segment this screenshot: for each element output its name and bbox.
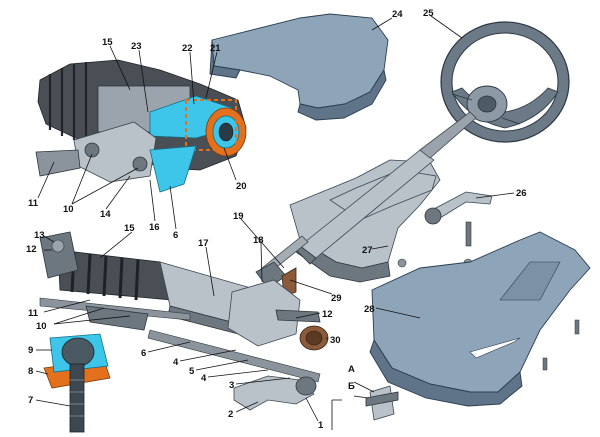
callout-13: 13: [34, 230, 45, 241]
label-b: Б: [348, 381, 355, 392]
callout-10-rack: 10: [36, 321, 47, 332]
callout-22: 22: [182, 43, 193, 54]
callout-20: 20: [236, 181, 247, 192]
callout-10-inset: 10: [63, 204, 74, 215]
callout-11-inset: 11: [28, 198, 39, 209]
callout-9: 9: [28, 345, 33, 356]
callout-7: 7: [28, 395, 33, 406]
upper-column-shroud: [209, 13, 389, 121]
callout-12-right: 12: [322, 309, 333, 320]
callout-24: 24: [392, 9, 403, 20]
callout-6-rack: 6: [141, 348, 146, 359]
rack-end-cutaway-inset: [35, 59, 247, 193]
callout-25: 25: [423, 8, 434, 19]
callout-18: 18: [253, 235, 264, 246]
callout-12-left: 12: [26, 244, 37, 255]
callout-labels: 15 23 22 21 20 11 10 14 16 6 24 25 26 27…: [26, 8, 527, 431]
callout-5: 5: [189, 366, 195, 377]
callout-3: 3: [229, 380, 234, 391]
callout-4-upper: 4: [173, 357, 179, 368]
detail-fastener: [331, 381, 399, 430]
callout-15-top: 15: [102, 37, 113, 48]
ball-joint-inset: [43, 333, 111, 433]
callout-17: 17: [198, 238, 209, 249]
steering-column: [289, 111, 493, 299]
callout-1: 1: [318, 420, 324, 431]
callout-6-inset: 6: [173, 230, 178, 241]
callout-27: 27: [362, 245, 373, 256]
callout-19: 19: [233, 211, 244, 222]
callout-26: 26: [516, 188, 527, 199]
callout-16: 16: [149, 222, 160, 233]
callout-29: 29: [331, 293, 342, 304]
callout-2: 2: [228, 409, 233, 420]
callout-15-rack: 15: [124, 223, 135, 234]
steering-wheel: [440, 21, 570, 143]
callout-23: 23: [131, 41, 142, 52]
lower-column-shroud: [369, 231, 591, 407]
callout-11-rack: 11: [28, 308, 39, 319]
callout-8: 8: [28, 366, 33, 377]
callout-28: 28: [364, 304, 375, 315]
callout-21: 21: [210, 43, 221, 54]
callout-30: 30: [330, 335, 341, 346]
callout-4-lower: 4: [201, 373, 207, 384]
label-a: А: [348, 364, 355, 375]
leader-lines: [35, 15, 515, 422]
callout-14: 14: [100, 209, 111, 220]
